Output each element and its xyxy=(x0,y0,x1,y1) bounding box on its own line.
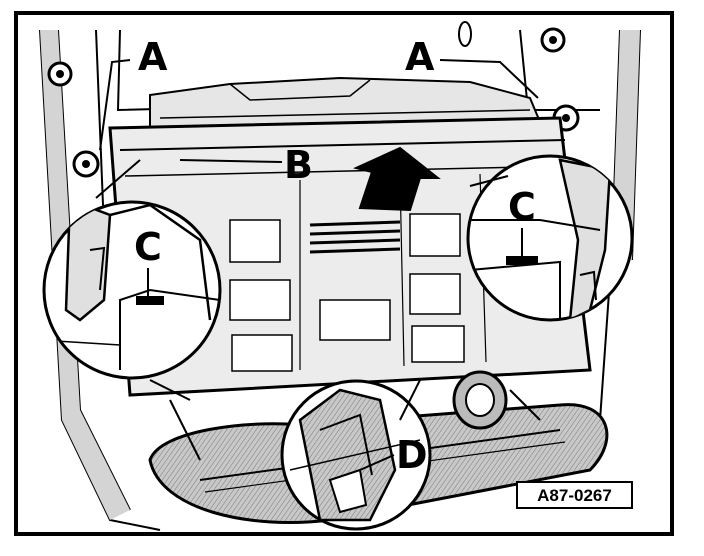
detail-circle-bottom xyxy=(280,379,432,531)
reference-code: A87-0267 xyxy=(537,486,612,505)
detail-circle-left xyxy=(42,200,222,380)
callout-b: B xyxy=(284,143,313,187)
callout-c-right: C xyxy=(508,185,536,229)
callout-c-left: C xyxy=(134,225,162,269)
leader-lines xyxy=(95,59,539,471)
air-duct xyxy=(149,76,542,132)
callout-a-right: A xyxy=(405,35,435,79)
removal-arrow-icon xyxy=(352,146,441,212)
vent-slats xyxy=(309,220,401,254)
control-panel xyxy=(108,116,592,397)
screw-top-left-icon xyxy=(47,61,73,87)
callout-a-left: A xyxy=(138,35,168,79)
screw-top-right-icon xyxy=(540,27,566,53)
small-screw-icon xyxy=(458,21,472,47)
reference-code-box xyxy=(516,481,633,509)
screw-side-left-icon xyxy=(72,150,100,178)
callout-d: D xyxy=(396,433,428,477)
